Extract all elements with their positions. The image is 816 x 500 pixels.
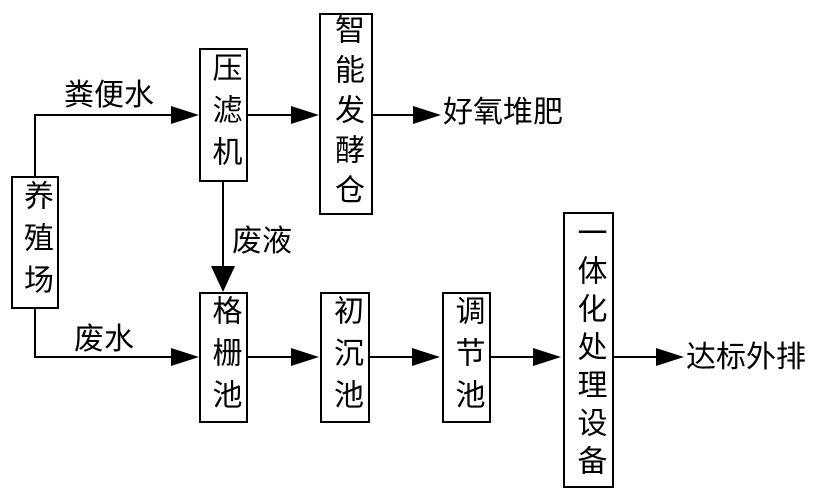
node-regulation-pool: 调节池 [442,292,491,423]
node-primary-sedimentation-pool-label: 初沉池 [328,294,363,421]
connector-sedimentation-to-regulation [369,356,414,358]
arrowhead-right-icon [656,348,684,366]
arrowhead-right-icon [412,348,440,366]
connector-waste-liquid-line [222,181,224,266]
connector-waste-water-line [34,356,174,358]
node-regulation-pool-label: 调节池 [449,294,485,421]
manure-water-label: 粪便水 [64,78,154,113]
connector-manure-water-line [34,114,174,116]
arrowhead-right-icon [171,348,199,366]
node-filter-press: 压滤机 [199,48,248,182]
arrowhead-right-icon [413,106,441,124]
node-screen-pool: 格栅池 [199,292,248,423]
connector-press-to-fermentation [247,114,293,116]
arrowhead-right-icon [533,348,561,366]
connector-screen-to-sedimentation [247,356,293,358]
node-screen-pool-label: 格栅池 [206,294,242,421]
node-farm-label: 养殖场 [18,179,53,306]
waste-liquid-label: 废液 [232,224,292,259]
node-fermentation-chamber: 智能发酵仓 [319,13,373,215]
connector-farm-down [34,308,36,358]
node-fermentation-chamber-label: 智能发酵仓 [329,14,364,214]
connector-fermentation-to-compost [372,114,415,116]
arrowhead-right-icon [291,106,319,124]
node-farm: 养殖场 [11,176,59,309]
standard-discharge-label: 达标外排 [686,340,806,375]
waste-water-label: 废水 [74,322,134,357]
aerobic-composting-label: 好氧堆肥 [443,95,563,130]
connector-regulation-to-integrated [490,356,535,358]
node-filter-press-label: 压滤机 [206,52,242,178]
connector-farm-up [34,114,36,178]
connector-integrated-to-discharge [613,356,658,358]
arrowhead-down-icon [211,266,235,292]
node-integrated-treatment-equipment: 一体化处理设备 [563,212,614,488]
arrowhead-right-icon [291,348,319,366]
node-primary-sedimentation-pool: 初沉池 [320,292,370,423]
node-integrated-treatment-equipment-label: 一体化处理设备 [571,217,607,483]
arrowhead-right-icon [171,106,199,124]
